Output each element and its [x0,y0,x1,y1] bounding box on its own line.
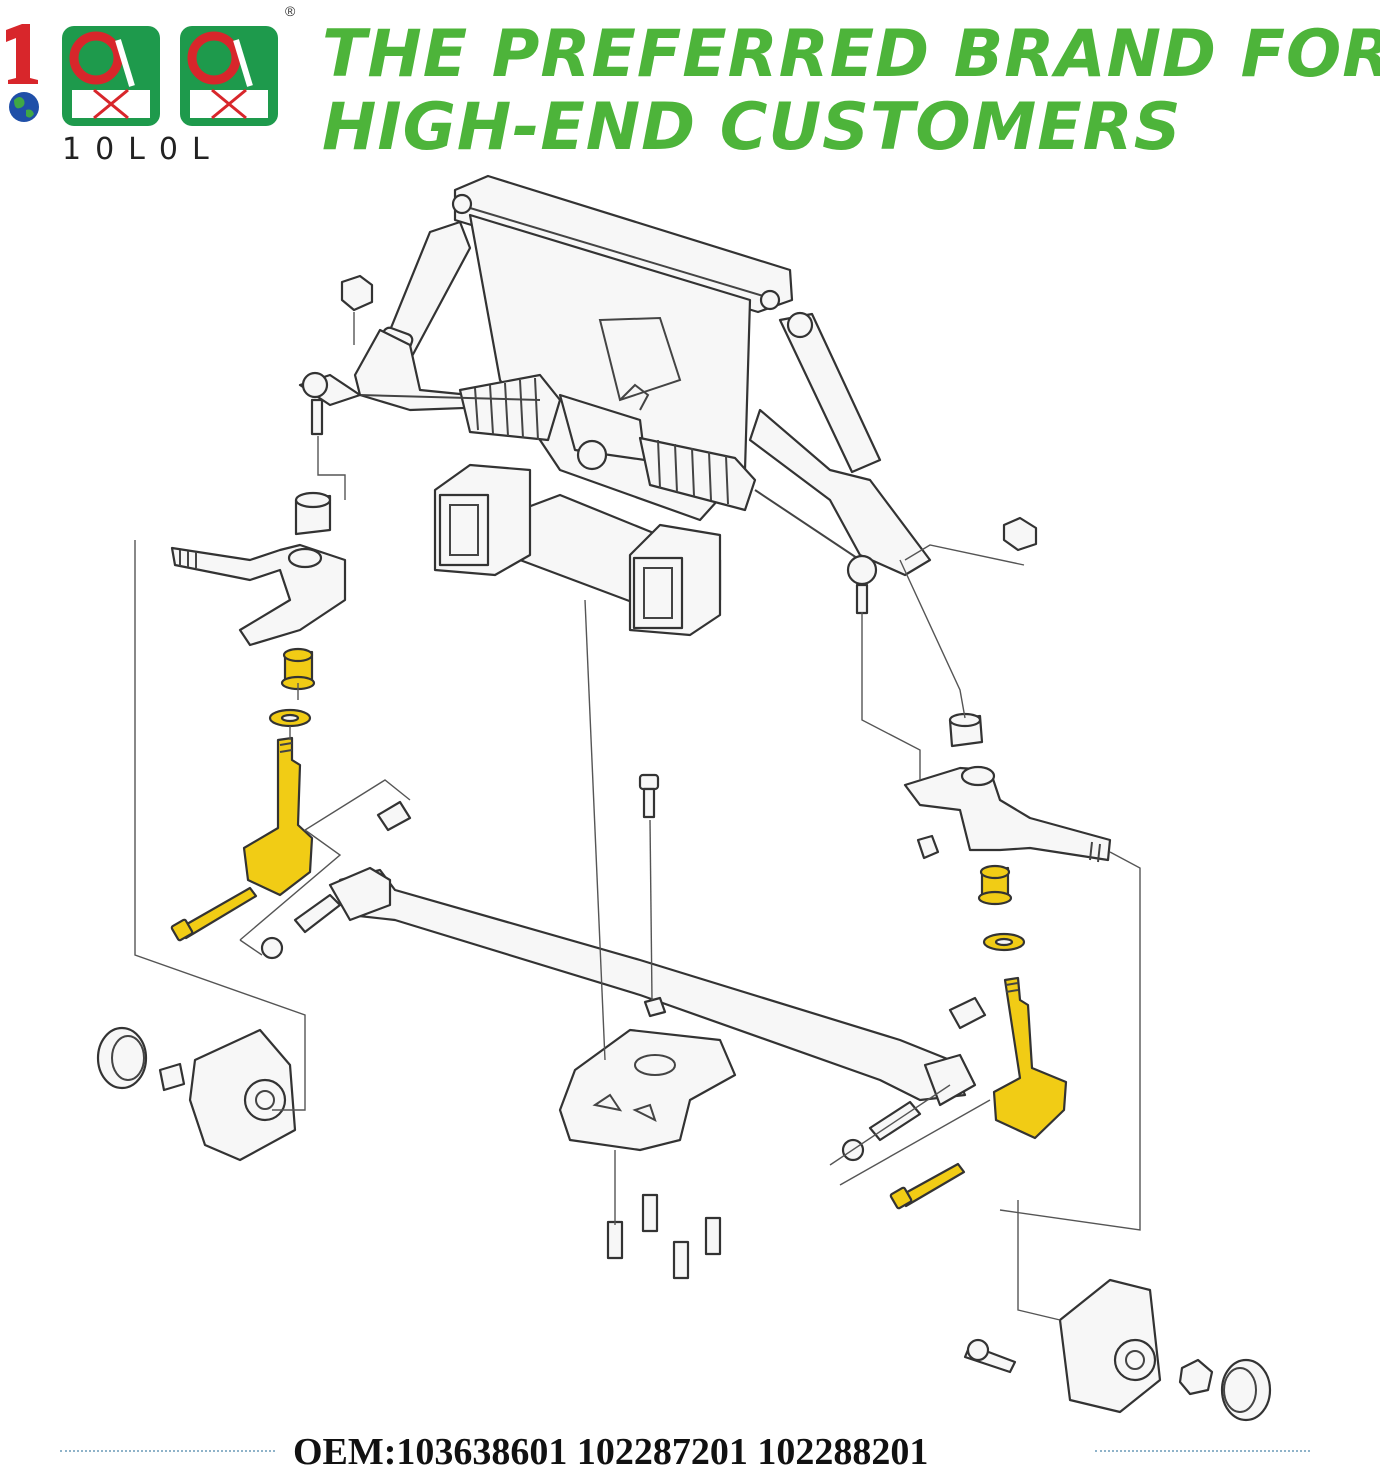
right-spindle-assembly [841,712,1112,1210]
left-wheel-hub [96,1026,297,1162]
footer: OEM:103638601 102287201 102288201 [0,1428,1380,1473]
logo-block-right [180,26,278,126]
center-bracket [558,773,737,1280]
footer-rule-right [1095,1450,1310,1452]
frame-tube-left [433,463,532,577]
headline-line-1: THE PREFERRED BRAND FOR [322,17,1380,92]
center-bracket-bolts [606,1193,722,1280]
logo-red-one [6,24,38,84]
oem-part-numbers: OEM:103638601 102287201 102288201 [293,1431,929,1473]
brand-logo [6,24,278,126]
logo-globe-icon [9,92,39,122]
logo-wordmark: 10L0L [62,132,223,167]
headline: THE PREFERRED BRAND FOR HIGH-END CUSTOME… [322,17,1380,165]
logo-block-left [62,26,160,126]
registered-mark: ® [285,3,296,19]
steering-rack [359,373,861,561]
right-wheel-hub [963,1278,1272,1422]
suspension-exploded-diagram: .ln { fill: none; stroke: #444; stroke-w… [96,174,1272,1422]
exploded-leader-lines [134,312,1141,1321]
upper-frame-assembly [298,174,1038,637]
left-spindle-assembly [170,491,412,960]
headline-line-2: HIGH-END CUSTOMERS [322,90,1182,165]
frame-tube-right [628,523,722,637]
footer-rule-left [60,1450,275,1452]
